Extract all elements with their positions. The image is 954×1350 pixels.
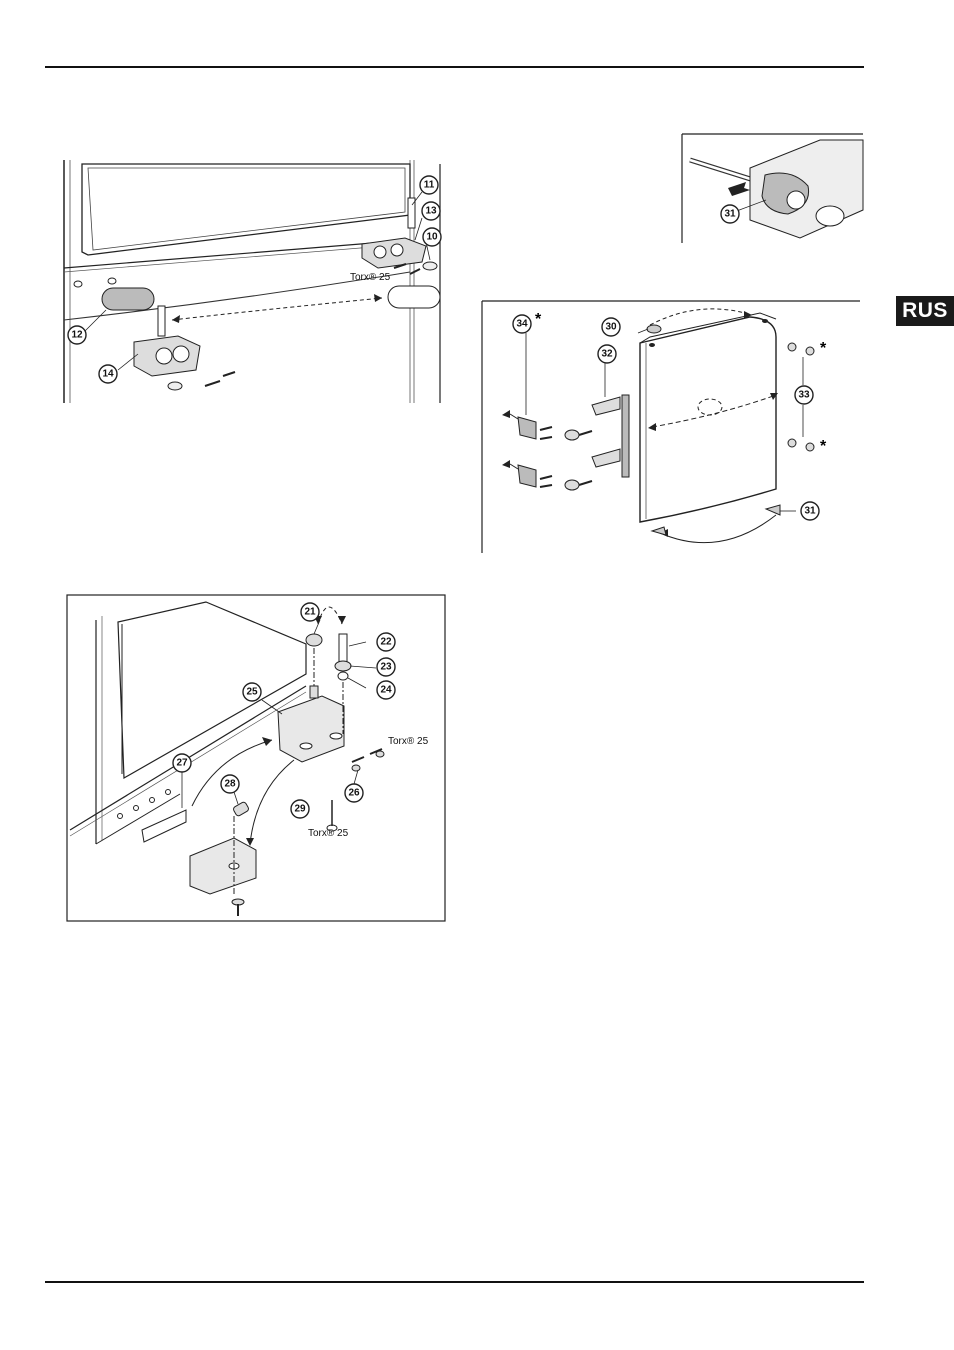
callout-13: 13 — [422, 202, 440, 220]
figure-lower-hinge: Torx® 25 Torx® 25 21 22 23 24 25 27 28 2… — [66, 594, 448, 924]
svg-text:34: 34 — [516, 319, 528, 330]
svg-text:25: 25 — [246, 687, 258, 698]
svg-text:11: 11 — [424, 180, 435, 191]
svg-text:14: 14 — [102, 369, 114, 380]
callout-23: 23 — [377, 658, 395, 676]
svg-text:12: 12 — [71, 330, 83, 341]
svg-text:30: 30 — [605, 322, 617, 333]
svg-text:27: 27 — [176, 758, 188, 769]
svg-text:26: 26 — [348, 788, 360, 799]
svg-text:24: 24 — [380, 685, 392, 696]
figure-upper-hinge: Torx® 25 11 13 10 12 14 — [60, 160, 445, 405]
svg-text:22: 22 — [380, 637, 392, 648]
figure-door-handle: 34 * 30 32 33 * * 31 — [480, 297, 862, 555]
svg-text:31: 31 — [804, 506, 816, 517]
callout-26: 26 — [345, 784, 363, 802]
callout-32: 32 — [598, 345, 616, 363]
callout-10: 10 — [423, 228, 441, 246]
torx-label-b: Torx® 25 — [308, 828, 349, 839]
torx-label-a: Torx® 25 — [388, 736, 429, 747]
callout-14: 14 — [99, 365, 117, 383]
asterisk-marker: * — [820, 438, 827, 455]
svg-text:29: 29 — [294, 804, 306, 815]
callout-31: 31 — [801, 502, 819, 520]
torx-label: Torx® 25 — [350, 272, 391, 283]
callout-27: 27 — [173, 754, 191, 772]
svg-text:10: 10 — [426, 232, 438, 243]
callout-11: 11 — [420, 176, 438, 194]
callout-22: 22 — [377, 633, 395, 651]
svg-text:21: 21 — [304, 607, 316, 618]
svg-text:13: 13 — [425, 206, 437, 217]
figure-hinge-detail: 31 — [680, 130, 865, 245]
callout-21: 21 — [301, 603, 319, 621]
callout-31: 31 — [721, 205, 739, 223]
asterisk-marker: * — [820, 340, 827, 357]
language-tab: RUS — [896, 296, 954, 326]
svg-text:28: 28 — [224, 779, 236, 790]
callout-12: 12 — [68, 326, 86, 344]
top-rule — [45, 66, 864, 68]
svg-text:33: 33 — [798, 390, 810, 401]
callout-33: 33 — [795, 386, 813, 404]
callout-28: 28 — [221, 775, 239, 793]
callout-25: 25 — [243, 683, 261, 701]
callout-34: 34 — [513, 315, 531, 333]
svg-text:23: 23 — [380, 662, 392, 673]
svg-text:32: 32 — [601, 349, 613, 360]
asterisk-marker: * — [535, 311, 542, 328]
callout-30: 30 — [602, 318, 620, 336]
svg-text:31: 31 — [724, 209, 736, 220]
callout-24: 24 — [377, 681, 395, 699]
bottom-rule — [45, 1281, 864, 1283]
callout-29: 29 — [291, 800, 309, 818]
